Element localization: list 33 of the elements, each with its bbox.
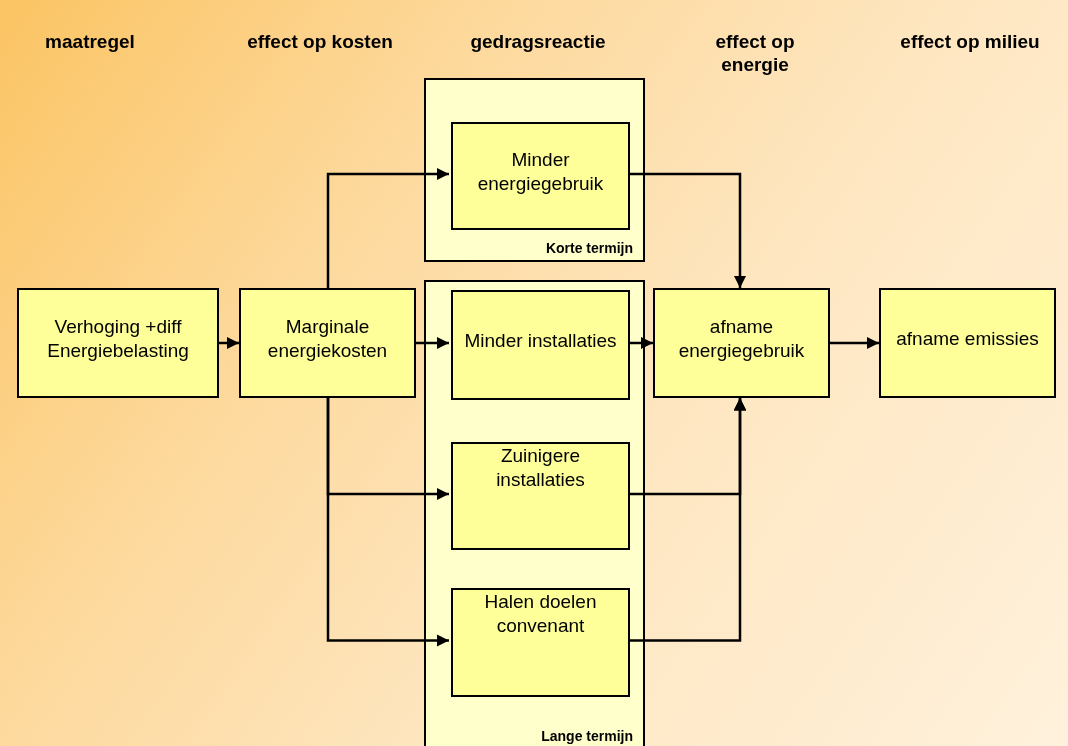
column-header: effect op kosten (246, 30, 394, 53)
process-box (451, 588, 630, 697)
box-label: Halen doelen convenant (483, 590, 598, 638)
process-box (451, 290, 630, 400)
column-header: effect op milieu (899, 30, 1041, 53)
arrow (326, 167, 449, 288)
group-panel (424, 78, 645, 262)
process-box (451, 122, 630, 230)
box-label: Verhoging +diff Energiebelasting (46, 315, 190, 363)
box-label: Minder installaties (464, 329, 617, 353)
group-panel (424, 280, 645, 746)
arrow (628, 172, 747, 288)
process-box (451, 442, 630, 550)
box-label: Marginale energiekosten (266, 315, 389, 363)
arrow (326, 398, 449, 647)
process-box (879, 288, 1056, 398)
group-heading: Lange termijn (541, 728, 633, 744)
box-label: Zuinigere installaties (495, 444, 586, 492)
column-header: maatregel (44, 30, 136, 53)
process-box (239, 288, 416, 398)
group-heading: Korte termijn (545, 240, 633, 256)
process-box (653, 288, 830, 398)
arrow (628, 398, 747, 642)
box-label: afname energiegebruik (677, 315, 806, 363)
box-label: Minder energiegebruik (476, 148, 605, 196)
arrow (219, 336, 239, 350)
column-header: effect op energie (714, 30, 796, 76)
column-header: gedragsreactie (469, 30, 607, 53)
process-box (17, 288, 219, 398)
box-label: afname emissies (896, 327, 1039, 351)
arrow (628, 336, 653, 350)
arrow (416, 336, 449, 350)
arrow (830, 336, 879, 350)
